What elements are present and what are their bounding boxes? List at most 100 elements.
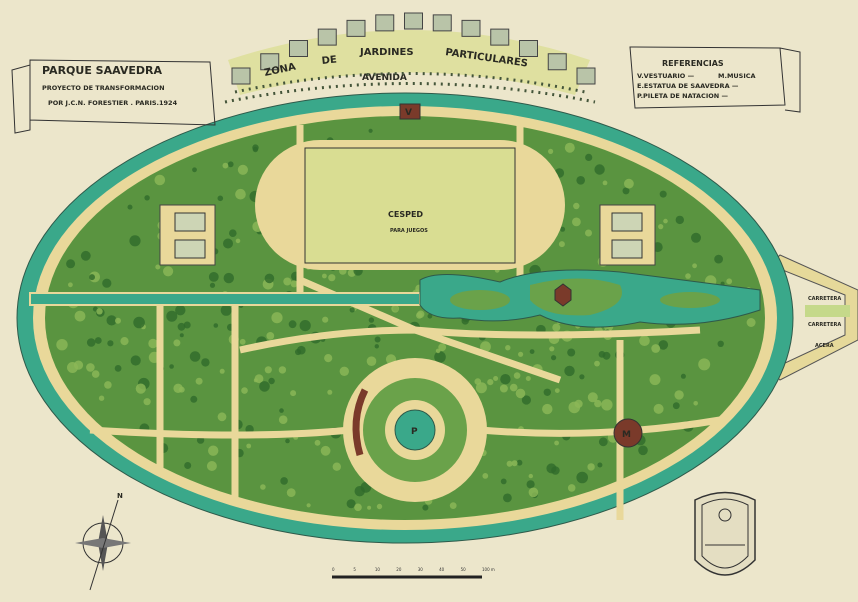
tree (434, 351, 446, 363)
tree (66, 259, 76, 269)
tree (56, 339, 68, 351)
tree (184, 462, 192, 469)
tree (675, 215, 684, 225)
tree (546, 463, 557, 474)
tree (674, 390, 684, 400)
tree (585, 153, 593, 161)
tree (499, 384, 508, 393)
lawn-sublabel: PARA JUEGOS (390, 228, 428, 234)
house (404, 12, 423, 30)
tree (552, 323, 561, 332)
zone-word: DE (321, 54, 337, 67)
tree (283, 277, 292, 286)
map-subtitle: PROYECTO DE TRANSFORMACION (42, 84, 165, 92)
private-gardens-zone (228, 30, 590, 95)
tree (427, 313, 433, 319)
tree (314, 439, 321, 446)
compass-rose-icon: N (75, 492, 131, 591)
tree (183, 321, 191, 329)
tree (271, 312, 283, 324)
tree (254, 374, 264, 384)
tree (594, 399, 602, 408)
court (611, 239, 643, 259)
reference-item: E.ESTATUA DE SAAVEDRA — (637, 82, 739, 90)
tree (564, 142, 575, 153)
municipal-seal (694, 491, 756, 576)
tree (672, 402, 680, 410)
tree (98, 395, 105, 401)
tree (179, 333, 184, 338)
tree (235, 238, 241, 244)
court (611, 212, 643, 232)
tree (195, 377, 203, 385)
tree (322, 316, 329, 323)
avenue-trees (224, 82, 596, 104)
tree (374, 344, 379, 349)
tree (717, 340, 724, 347)
tree (518, 351, 524, 357)
tree (290, 390, 297, 397)
tree (374, 336, 381, 343)
tree (503, 493, 512, 503)
tree (714, 254, 723, 264)
swimming-pool (394, 409, 436, 451)
tree (680, 373, 686, 379)
tree (560, 226, 566, 232)
pergola (352, 388, 369, 456)
tree (107, 340, 114, 347)
tree (299, 320, 311, 332)
tree (698, 358, 711, 371)
tree (624, 178, 634, 189)
tree (658, 224, 664, 230)
tree (521, 395, 532, 405)
map-title: PARQUE SAAVEDRA (42, 64, 162, 77)
tree (576, 176, 585, 185)
tree (511, 460, 518, 467)
tree (422, 504, 429, 511)
tree (475, 382, 487, 394)
house (346, 19, 366, 37)
tree (663, 218, 668, 224)
tree (482, 473, 489, 479)
tree (376, 503, 383, 510)
tree (114, 365, 122, 372)
tree (239, 338, 246, 345)
tree (542, 403, 553, 415)
tree (368, 317, 375, 323)
tree (288, 320, 297, 329)
tree (259, 381, 270, 392)
tree (280, 477, 288, 485)
lawn-label: CESPED (388, 210, 423, 219)
tree (189, 351, 201, 362)
tree (332, 462, 341, 471)
tree (220, 304, 232, 316)
tree (163, 266, 174, 277)
tree (120, 337, 129, 346)
tree (201, 358, 210, 367)
tree (597, 462, 603, 468)
tree (601, 399, 613, 411)
tree (295, 348, 302, 356)
scale-tick-label: 100 m (482, 567, 495, 572)
reference-item: P.PILETA DE NATACION — (637, 92, 728, 100)
tree (573, 202, 580, 210)
tree (746, 318, 756, 327)
house (289, 40, 308, 57)
tree (685, 273, 691, 279)
tree (169, 364, 174, 369)
tree (324, 354, 333, 363)
tree (266, 332, 275, 340)
tree (227, 161, 234, 168)
reference-item: M.MUSICA (718, 72, 756, 80)
tree (417, 310, 425, 318)
title-scroll (11, 59, 216, 134)
reference-item: V.VESTUARIO — (637, 72, 695, 80)
tree (572, 217, 581, 227)
tree (500, 478, 507, 485)
tree (320, 445, 331, 456)
tree (594, 164, 605, 175)
tree (104, 381, 112, 389)
road-label: CARRETERA (808, 296, 841, 302)
tree (587, 392, 598, 403)
lawn-field (304, 147, 516, 264)
